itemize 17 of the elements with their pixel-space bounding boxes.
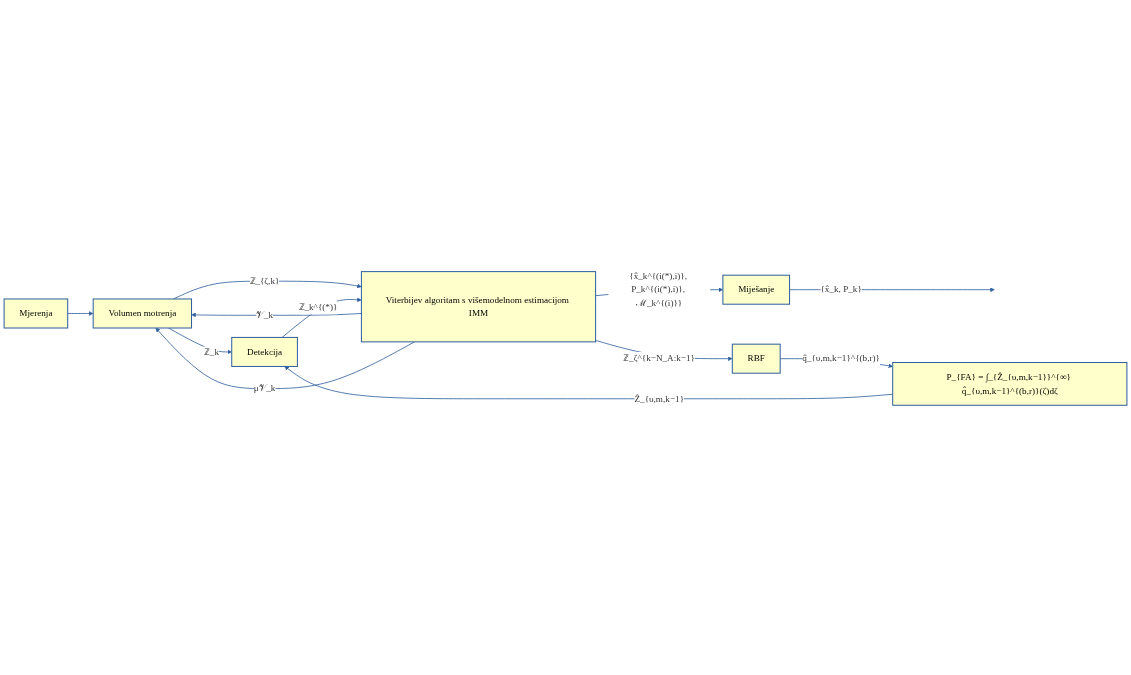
node-box: P_{FA} = ∫_{Ẑ_{υ,m,k−1}}^{∞} q̂_{υ,m,k−1}^{(b,r)}(ζ)dζ bbox=[892, 362, 1128, 406]
edge-label: {x̂_k, P_k} bbox=[820, 284, 862, 295]
node-box: Viterbijev algoritam s višemodelnom estimacijom IMM bbox=[360, 271, 597, 343]
node-box: Mjerenja bbox=[3, 298, 69, 329]
node-box: RBF bbox=[731, 343, 781, 374]
edge-label: q̂_{υ,m,k−1}^{(b,r)} bbox=[802, 353, 880, 364]
edge-label: ℤ_k bbox=[204, 346, 220, 357]
edge-label: μ𝒱_k bbox=[253, 383, 276, 394]
edge-label: ℤ_{ζ,k} bbox=[249, 275, 280, 287]
edge-label: ℤ_ζ^{k−N_A:k−1} bbox=[623, 353, 696, 364]
node-box: Volumen motrenja bbox=[92, 298, 193, 329]
node-box: Miješanje bbox=[722, 274, 791, 305]
edge-label: 𝒱_k bbox=[256, 310, 273, 321]
node-box: Detekcija bbox=[231, 337, 298, 368]
edge-label: ℤ_k^{(*)} bbox=[298, 302, 338, 313]
edge-label: {x̂_k^{(i(*),i)}, P_k^{(i(*),i)}, ℳ_k^{(i)}} bbox=[629, 270, 687, 309]
edge-label: Ẑ_{υ,m,k−1} bbox=[634, 393, 685, 404]
